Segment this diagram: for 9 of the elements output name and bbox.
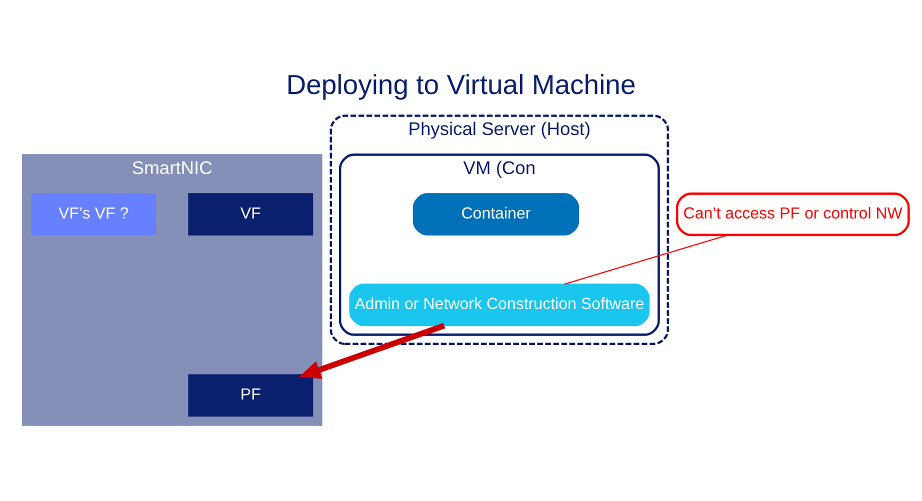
node-box: Can’t access PF or control NW [676, 192, 910, 236]
node-box: PF [188, 374, 314, 416]
arrow [298, 322, 446, 378]
node-box: VF [188, 192, 314, 236]
node-box: Admin or Network Construction Software [349, 283, 650, 326]
connector [564, 234, 728, 284]
node-box: VF’s VF ? [31, 192, 156, 236]
diagram-title: Deploying to Virtual Machine [286, 68, 636, 100]
node-box: Container [412, 192, 580, 236]
